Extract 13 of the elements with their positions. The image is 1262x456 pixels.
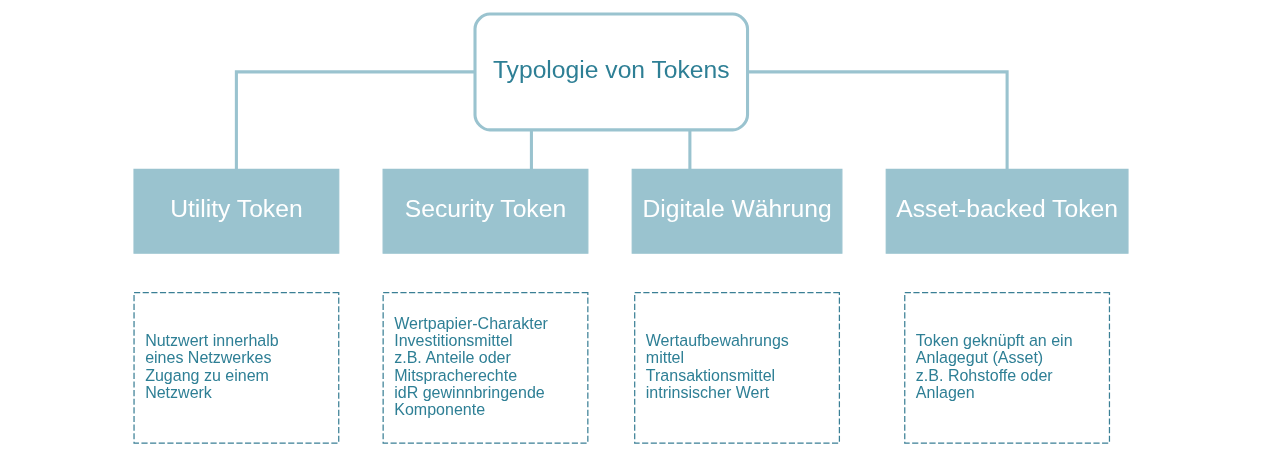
connector bbox=[529, 129, 533, 169]
node-box: Security Token bbox=[382, 168, 589, 254]
node-box: Typologie von Tokens bbox=[473, 11, 750, 131]
node-box: Wertaufbewahrungs mittel Transaktionsmittel intrinsischer Wert bbox=[634, 291, 840, 444]
node-box: Wertpapier-Charakter Investitionsmittel z.B. Anteile oder Mitspracherechte idR gewinnbringende Komponente bbox=[382, 291, 589, 444]
connector bbox=[688, 129, 692, 169]
node-box: Nutzwert innerhalb eines Netzwerkes Zugang zu einem Netzwerk bbox=[133, 291, 340, 444]
node-box: Utility Token bbox=[133, 168, 340, 254]
connector bbox=[234, 69, 475, 169]
node-box: Token geknüpft an ein Anlagegut (Asset) z.B. Rohstoffe oder Anlagen bbox=[904, 291, 1111, 444]
node-box: Asset-backed Token bbox=[885, 168, 1129, 254]
connector bbox=[748, 69, 1009, 169]
node-box: Digitale Währung bbox=[631, 168, 843, 254]
